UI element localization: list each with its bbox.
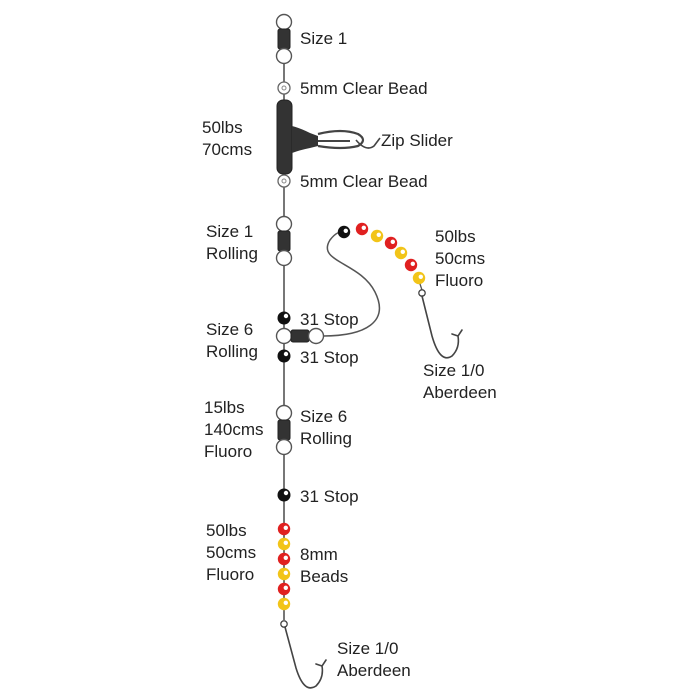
clear-bead-bottom <box>277 174 291 188</box>
label-main-line-weight: 50lbs <box>202 118 243 137</box>
snood-bead-highlight-5 <box>410 261 415 266</box>
hook-bottom-icon <box>284 626 327 689</box>
bottom-bead-highlight-5 <box>283 600 288 605</box>
bottom-bead-highlight-3 <box>283 570 288 575</box>
label-rolling-lower-size: Size 6 <box>300 407 348 426</box>
label-hook-snood: Size 1/0 Aberdeen <box>423 360 497 404</box>
label-hook-snood-type: Aberdeen <box>423 383 497 402</box>
rolling-swivel-mid <box>275 327 325 345</box>
label-rolling-mid: Size 6 Rolling <box>206 319 258 363</box>
label-stop-lower: 31 Stop <box>300 348 359 367</box>
label-rolling-mid-size: Size 6 <box>206 320 254 339</box>
snood-bead-highlight-3 <box>390 239 395 244</box>
label-body-line-weight: 15lbs <box>204 398 245 417</box>
snood-bead-highlight-2 <box>376 232 381 237</box>
label-main-line-length: 70cms <box>202 140 253 159</box>
clear-bead-top <box>277 81 291 95</box>
label-beads-bottom: 8mm Beads <box>300 544 348 588</box>
bottom-bead-highlight-1 <box>283 540 288 545</box>
stop-upper <box>277 311 291 325</box>
bottom-bead-highlight-2 <box>283 555 288 560</box>
label-swivel-top: Size 1 <box>300 29 348 48</box>
label-clear-bead-bottom: 5mm Clear Bead <box>300 172 428 191</box>
label-rolling-top: Size 1 Rolling <box>206 221 258 265</box>
bottom-beads <box>277 522 291 611</box>
stop-lower <box>277 349 291 363</box>
label-rolling-lower-type: Rolling <box>300 429 352 448</box>
snood-line <box>322 231 381 337</box>
snood-bead-highlight-1 <box>361 225 366 230</box>
label-beads-bottom-type: Beads <box>300 567 349 586</box>
bottom-hook-eye <box>280 620 288 628</box>
label-beads-bottom-size: 8mm <box>300 545 338 564</box>
label-stop-bottom: 31 Stop <box>300 487 359 506</box>
swivel-top <box>275 13 293 65</box>
label-body-line-length: 140cms <box>204 420 264 439</box>
label-rolling-lower: Size 6 Rolling <box>300 406 352 450</box>
label-hook-bottom: Size 1/0 Aberdeen <box>337 638 411 682</box>
label-trace-bottom-weight: 50lbs <box>206 521 247 540</box>
label-zip-slider: Zip Slider <box>381 131 453 150</box>
label-body-line-material: Fluoro <box>204 442 253 461</box>
label-body-line: 15lbs 140cms Fluoro <box>204 397 264 463</box>
rolling-swivel-lower <box>275 404 293 456</box>
snood-trace <box>419 283 423 291</box>
rolling-swivel-size-1 <box>275 215 293 267</box>
label-rolling-top-type: Rolling <box>206 244 258 263</box>
bottom-bead-highlight-4 <box>283 585 288 590</box>
label-rolling-top-size: Size 1 <box>206 222 254 241</box>
snood-bead-highlight-6 <box>418 274 423 279</box>
label-main-line: 50lbs 70cms <box>202 117 252 161</box>
snood-bead-highlight-0 <box>343 228 348 233</box>
label-trace-bottom: 50lbs 50cms Fluoro <box>206 520 256 586</box>
label-trace-bottom-material: Fluoro <box>206 565 255 584</box>
label-trace-bottom-length: 50cms <box>206 543 257 562</box>
label-hook-snood-size: Size 1/0 <box>423 361 485 380</box>
label-snood-material: Fluoro <box>435 271 484 290</box>
label-snood-weight: 50lbs <box>435 227 476 246</box>
zip-slider <box>276 99 381 175</box>
label-stop-upper: 31 Stop <box>300 310 359 329</box>
label-clear-bead-top: 5mm Clear Bead <box>300 79 428 98</box>
hook-snood-icon <box>421 295 463 359</box>
bottom-bead-highlight-0 <box>283 525 288 530</box>
label-snood: 50lbs 50cms Fluoro <box>435 226 485 292</box>
label-snood-length: 50cms <box>435 249 486 268</box>
stop-bottom <box>277 488 291 502</box>
label-hook-bottom-type: Aberdeen <box>337 661 411 680</box>
snood-beads <box>337 222 426 285</box>
label-hook-bottom-size: Size 1/0 <box>337 639 399 658</box>
label-rolling-mid-type: Rolling <box>206 342 258 361</box>
snood-bead-highlight-4 <box>400 249 405 254</box>
